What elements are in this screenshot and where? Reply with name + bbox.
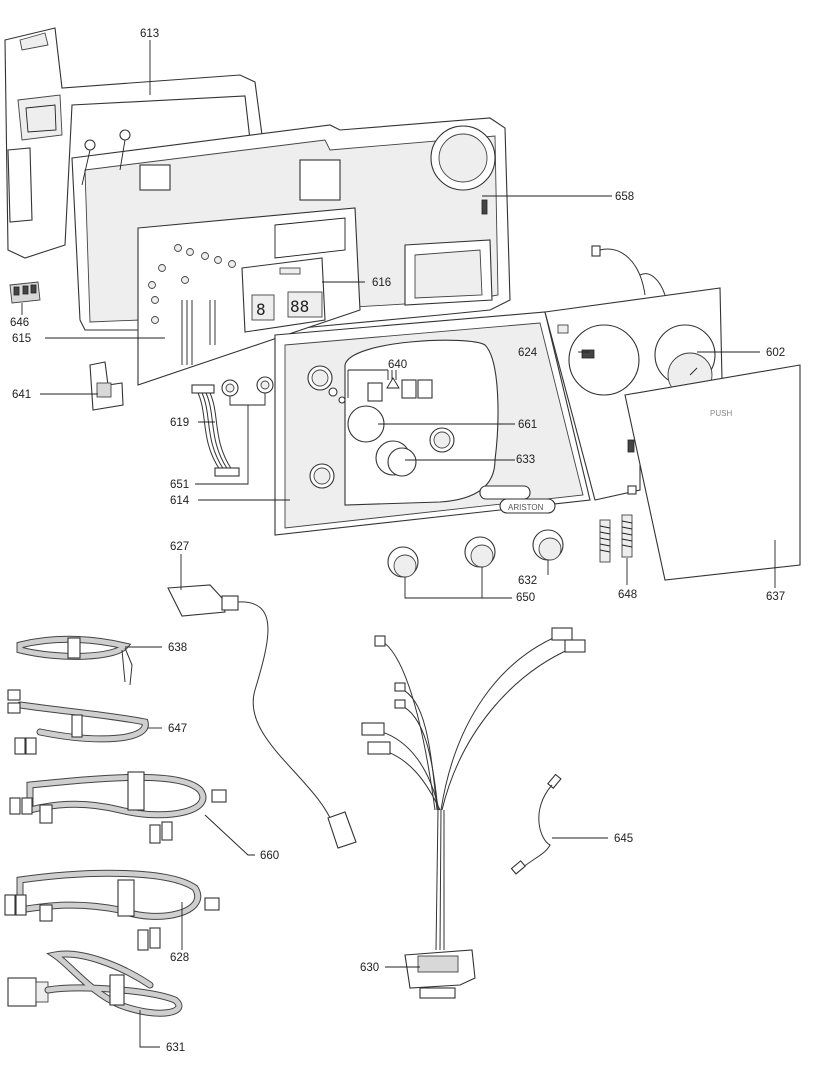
callout-613: 613 [140,28,159,40]
callout-602: 602 [766,347,785,359]
push-label: PUSH [710,409,732,418]
pcb-components [148,217,346,365]
callout-645: 645 [614,833,633,845]
callout-631: 631 [166,1042,185,1054]
cable-647 [7,689,149,755]
callout-651: 651 [170,479,189,491]
cable-638 [16,635,133,686]
callout-630: 630 [360,962,379,974]
harness-630 [361,627,586,999]
display-board-616: 8 88 [241,257,326,333]
callout-658: 658 [615,191,634,203]
callout-661: 661 [518,419,537,431]
ribbon-cable-619 [191,384,240,477]
cable-627 [167,584,357,849]
knobs-650 [387,536,496,578]
knob-632 [532,529,564,561]
cable-631 [7,950,183,1017]
callout-660: 660 [260,850,279,862]
terminal-block-646 [9,281,41,304]
callout-615: 615 [12,333,31,345]
sensor-645 [510,773,562,875]
callout-614: 614 [170,495,190,507]
callout-616: 616 [372,277,391,289]
callout-628: 628 [170,952,189,964]
door-637: PUSH [624,364,801,581]
brand-label: ARISTON [508,503,544,512]
svg-text:88: 88 [290,297,309,316]
callout-650: 650 [516,592,535,604]
springs-648 [599,514,633,563]
callout-619: 619 [170,417,189,429]
svg-text:8: 8 [256,300,266,319]
front-panel-614: ARISTON [274,311,591,536]
callout-641: 641 [12,389,31,401]
leader-lines [21,40,776,1048]
callout-632: 632 [518,575,537,587]
harness-628 [4,869,220,951]
grommets-651 [221,376,274,397]
harness-660 [9,771,227,844]
bracket-641 [89,361,124,411]
callout-638: 638 [168,642,187,654]
callout-637: 637 [766,591,785,603]
callout-633: 633 [516,454,535,466]
callout-647: 647 [168,723,187,735]
callout-646: 646 [10,317,29,329]
rear-bracket-613 [4,27,263,259]
callout-648: 648 [618,589,637,601]
callout-624: 624 [518,347,538,359]
callout-640: 640 [388,359,407,371]
callout-627: 627 [170,541,189,553]
callout-labels: 613 658 616 646 615 640 624 602 641 661 … [10,28,785,1054]
